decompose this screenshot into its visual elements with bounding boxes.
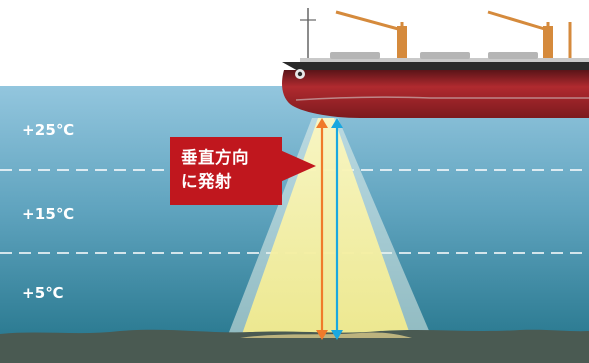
orange-arrow (316, 118, 328, 340)
temperature-label-top: +25℃ (22, 121, 75, 139)
callout-box (170, 137, 316, 205)
ship-hull (282, 70, 589, 118)
sonar-beam-inner (240, 118, 412, 340)
seabed-highlight (240, 332, 412, 338)
ship (282, 8, 589, 118)
temperature-label-middle: +15℃ (22, 205, 75, 223)
callout-text: 垂直方向 に発射 (181, 146, 277, 194)
blue-arrow (331, 118, 343, 340)
temperature-label-bottom: +5℃ (22, 284, 64, 302)
callout-line-2: に発射 (181, 172, 232, 191)
ship-upper-hull (282, 62, 589, 72)
callout-line-1: 垂直方向 (181, 148, 249, 167)
seabed (0, 329, 589, 363)
